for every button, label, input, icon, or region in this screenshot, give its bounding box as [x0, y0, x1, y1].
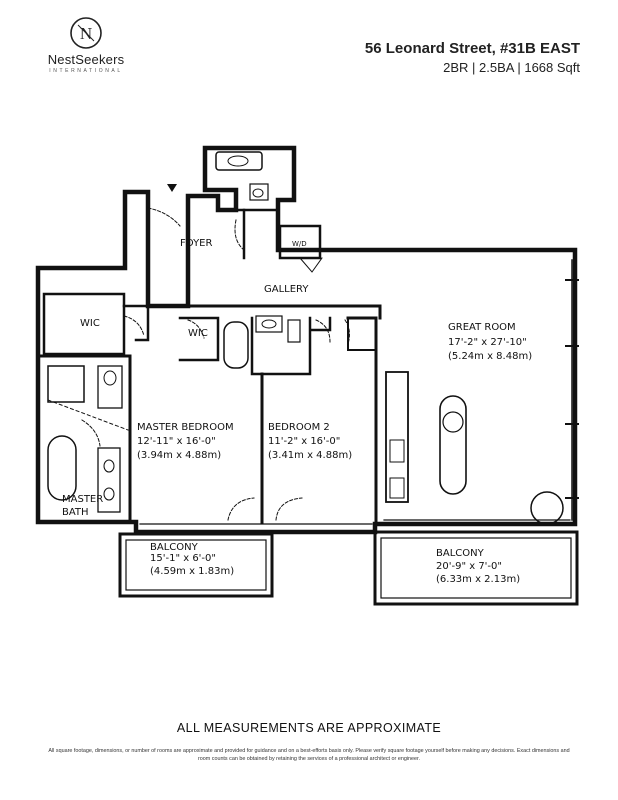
balcony-right-outline — [373, 530, 579, 606]
room-label-wic-center: WIC — [188, 328, 208, 339]
great-room-dim-metric: (5.24m x 8.48m) — [448, 351, 532, 362]
balcony-left-dim-metric: (4.59m x 1.83m) — [150, 566, 234, 577]
brand-tagline: INTERNATIONAL — [49, 68, 123, 74]
master-bath-line2: BATH — [62, 507, 89, 518]
master-bath-line1: MASTER — [62, 494, 103, 505]
balcony-left-outline — [118, 532, 274, 598]
footer-disclaimer: All square footage, dimensions, or numbe… — [48, 748, 570, 762]
great-room-name: GREAT ROOM — [448, 322, 516, 333]
nestseekers-logo-icon: N — [70, 17, 102, 49]
dining-table — [530, 491, 564, 525]
balcony-right-dim-imperial: 20'-9" x 7'-0" — [436, 561, 502, 572]
kitchen-counter — [385, 371, 409, 503]
listing-header: 56 Leonard Street, #31B EAST 2BR | 2.5BA… — [365, 40, 580, 75]
balcony-left-dim-imperial: 15'-1" x 6'-0" — [150, 553, 216, 564]
footer-title: ALL MEASUREMENTS ARE APPROXIMATE — [176, 721, 442, 735]
room-label-wic-left: WIC — [80, 318, 100, 329]
entry-arrow-icon — [167, 184, 177, 192]
listing-specs: 2BR | 2.5BA | 1668 Sqft — [443, 60, 580, 75]
great-room-dim-imperial: 17'-2" x 27'-10" — [448, 337, 527, 348]
master-bedroom-dim-imperial: 12'-11" x 16'-0" — [137, 436, 216, 447]
bathtub — [223, 321, 249, 369]
wic-left — [42, 292, 126, 356]
brand-name: NestSeekers — [47, 52, 125, 67]
bedroom2-dim-metric: (3.41m x 4.88m) — [268, 450, 352, 461]
room-label-foyer: FOYER — [180, 238, 213, 249]
room-label-wd: W/D — [292, 240, 307, 248]
master-bedroom-name: MASTER BEDROOM — [137, 422, 234, 433]
bedroom2-dim-imperial: 11'-2" x 16'-0" — [268, 436, 340, 447]
balcony-right-name: BALCONY — [436, 548, 485, 559]
balcony-left-name: BALCONY — [150, 542, 199, 553]
room-label-gallery: GALLERY — [264, 284, 309, 295]
bedroom2-name: BEDROOM 2 — [268, 422, 330, 433]
brand-logo: N NestSeekers INTERNATIONAL — [36, 16, 136, 74]
master-bedroom-dim-metric: (3.94m x 4.88m) — [137, 450, 221, 461]
kitchen-island — [439, 395, 467, 495]
listing-address: 56 Leonard Street, #31B EAST — [364, 40, 580, 57]
balcony-right-dim-metric: (6.33m x 2.13m) — [436, 574, 520, 585]
